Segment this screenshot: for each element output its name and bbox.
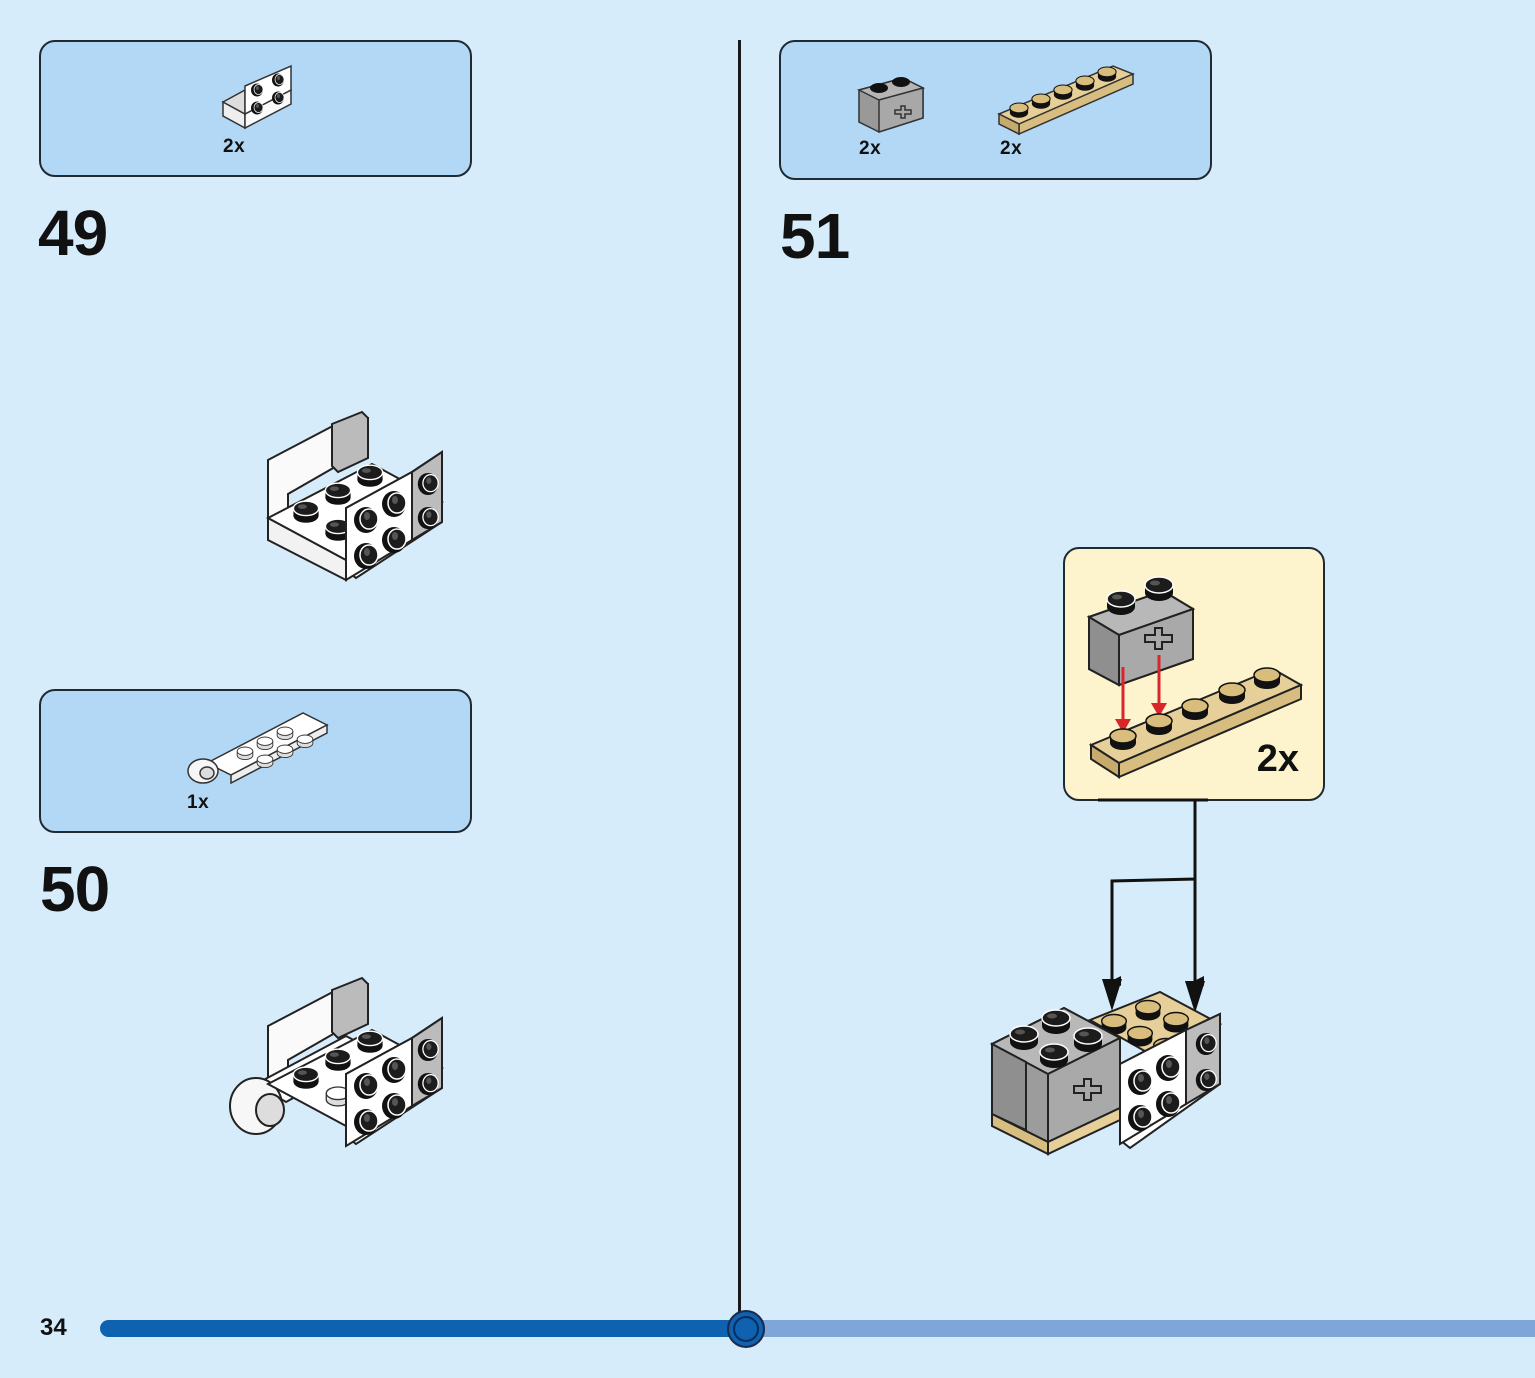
step-51-part-1-qty: 2x xyxy=(859,138,882,159)
plate-1x6-tan-icon xyxy=(997,65,1135,136)
callout-connector-arrows xyxy=(1098,798,1208,1013)
step-51-part-2-qty: 2x xyxy=(1000,138,1023,159)
bracket-1x2-2x2-white-icon xyxy=(221,64,292,130)
page-divider xyxy=(738,40,741,1315)
step-49-number: 49 xyxy=(38,197,108,269)
progress-bar-fill xyxy=(100,1320,746,1337)
step-49-part-qty: 2x xyxy=(223,136,246,157)
step-51-parts-box: 2x 2x xyxy=(779,40,1212,180)
technic-brick-1x2-axle-hole-grey-icon xyxy=(856,77,926,134)
subassembly-callout: 2x xyxy=(1063,547,1325,801)
step-50-part-qty: 1x xyxy=(187,792,210,813)
step-49-parts-box: 2x xyxy=(39,40,472,177)
callout-qty: 2x xyxy=(1256,738,1299,780)
step-51-number: 51 xyxy=(780,200,850,272)
progress-knob xyxy=(727,1310,765,1348)
progress-bar xyxy=(100,1310,1535,1348)
step-50-assembly xyxy=(229,976,445,1148)
step-50-parts-box: 1x xyxy=(39,689,472,833)
step-50-number: 50 xyxy=(40,853,110,925)
page-number: 34 xyxy=(40,1314,67,1341)
step-49-assembly xyxy=(265,410,445,582)
subassembly-diagram xyxy=(1086,576,1304,779)
progress-bar-remaining xyxy=(746,1320,1535,1337)
plate-2x4-with-pin-hole-white-icon xyxy=(187,712,329,785)
step-51-assembly xyxy=(989,990,1223,1156)
